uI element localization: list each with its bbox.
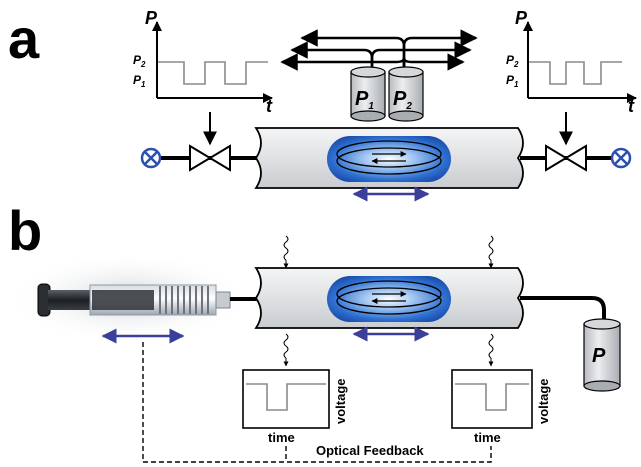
- tank-top: [350, 66, 386, 78]
- recirculation-loop: [336, 287, 442, 315]
- detector-trace-left: time voltage: [242, 369, 348, 445]
- tank-bottom: [388, 110, 424, 122]
- optical-feedback-loop: Optical Feedback: [142, 342, 492, 463]
- level-low-label: P1: [506, 73, 519, 89]
- line-p2-top-left: [310, 36, 406, 70]
- voltage-label: voltage: [536, 378, 551, 424]
- pressure-trace: [158, 61, 268, 85]
- pressure-waveform-right: P t P2 P1: [506, 8, 637, 116]
- level-high-label: P2: [506, 53, 519, 69]
- x-axis-label: t: [628, 96, 635, 116]
- panel-b-letter: b: [8, 199, 42, 262]
- plunger-rod: [48, 290, 96, 310]
- droplet: [327, 136, 451, 182]
- outlet-line-b: [520, 296, 606, 322]
- pressure-tank-p2: P2: [388, 66, 424, 122]
- line-p2-left: [290, 57, 406, 70]
- light-incoming-left: [283, 235, 289, 269]
- pressure-reservoir-b: P: [583, 318, 621, 392]
- line-p2-top-right: [402, 36, 468, 70]
- outlet-line-right: [520, 144, 632, 172]
- tank-top: [388, 66, 424, 78]
- x-axis-label: t: [266, 96, 273, 116]
- feedback-line: [142, 342, 492, 463]
- pressure-waveform-left: P t P2 P1: [133, 8, 273, 116]
- droplet: [327, 276, 451, 322]
- inlet-line-left: [140, 144, 262, 172]
- voltage-trace: [455, 383, 529, 411]
- recirculation-loop: [336, 140, 442, 168]
- time-label: time: [474, 430, 501, 445]
- port-left-cross: [144, 151, 158, 165]
- valve-left-icon: [189, 144, 231, 172]
- light-outgoing-right: [488, 333, 494, 367]
- detector-trace-right: time voltage: [451, 369, 551, 445]
- tank-bottom: [350, 110, 386, 122]
- tank-label: P: [592, 345, 606, 367]
- level-low-label: P1: [133, 73, 146, 89]
- syringe-tip: [215, 291, 231, 309]
- voltage-trace: [246, 383, 326, 411]
- pressure-source-lines: [280, 29, 478, 71]
- voltage-label: voltage: [333, 378, 348, 424]
- syringe-pump: [16, 256, 262, 340]
- tank-bottom: [583, 380, 621, 392]
- tank-label: P1: [355, 88, 374, 112]
- level-high-label: P2: [133, 53, 146, 69]
- port-right-cross: [614, 151, 628, 165]
- channel-tube-a: [254, 127, 524, 189]
- pressure-trace: [529, 61, 622, 85]
- time-label: time: [268, 430, 295, 445]
- panel-a-letter: a: [8, 7, 40, 70]
- y-axis-label: P: [515, 8, 528, 28]
- line-p1-right: [370, 48, 460, 70]
- plunger-inside: [92, 290, 154, 310]
- y-axis-label: P: [145, 8, 158, 28]
- line-p2-right: [402, 57, 455, 70]
- pressure-tank-p1: P1: [350, 66, 386, 122]
- valve-right-icon: [545, 144, 587, 172]
- light-incoming-right: [488, 235, 494, 269]
- tank-label: P2: [393, 88, 412, 112]
- recirculation-loop: [336, 280, 442, 308]
- detector-box: [451, 369, 533, 429]
- tank-top: [583, 318, 621, 330]
- feedback-label: Optical Feedback: [316, 443, 424, 458]
- tank-body: [350, 71, 386, 117]
- light-outgoing-left: [283, 333, 289, 367]
- recirculation-loop: [336, 147, 442, 175]
- barrel-graduations: [159, 286, 209, 314]
- channel-tube-b: [254, 267, 524, 329]
- detector-box: [242, 369, 330, 429]
